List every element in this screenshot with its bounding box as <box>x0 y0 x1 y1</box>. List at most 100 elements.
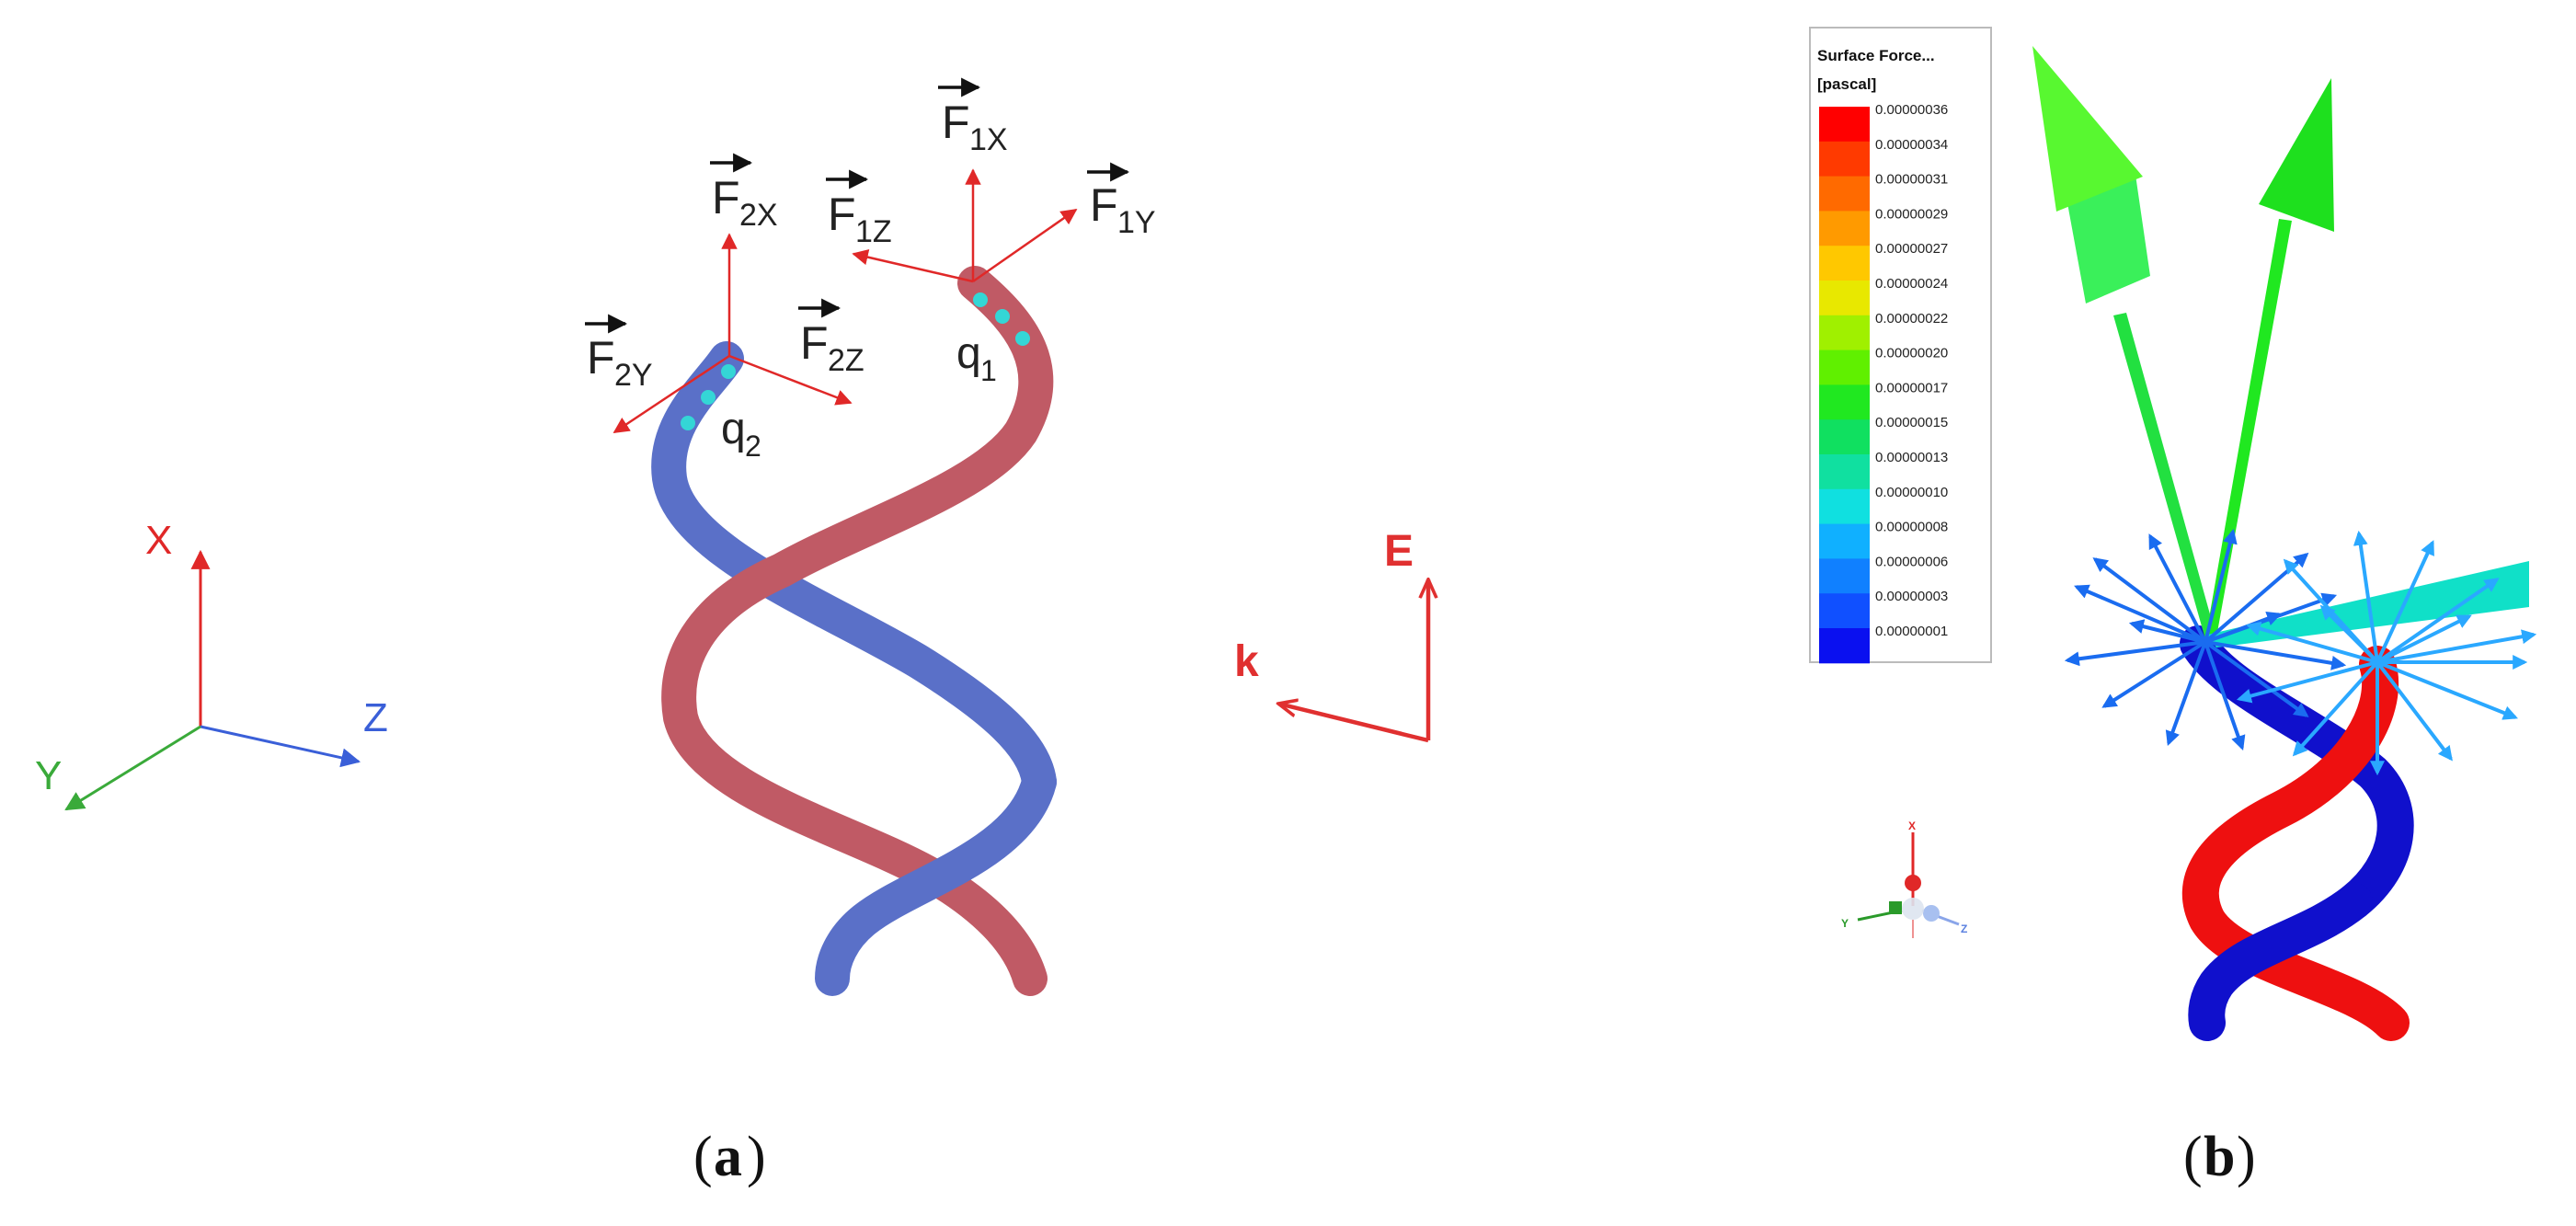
legend-swatch <box>1819 211 1870 246</box>
mini-center <box>1902 898 1924 920</box>
force-arrow-right-head <box>2259 78 2334 232</box>
small-force-vector <box>2092 557 2207 644</box>
charge-dot <box>681 416 695 430</box>
caption-a: ( <box>693 1126 713 1188</box>
legend-tick-label: 0.00000001 <box>1875 624 1948 639</box>
legend-tick-label: 0.00000006 <box>1875 554 1948 569</box>
force-vector-f2z <box>728 354 853 406</box>
small-force-vector <box>2245 621 2378 664</box>
legend-swatch <box>1819 141 1870 178</box>
mini-y-label: Y <box>1841 917 1849 930</box>
small-force-vectors-right <box>2236 530 2537 776</box>
charge-label-sub: 1 <box>980 354 997 387</box>
small-force-vector <box>2376 614 2472 664</box>
small-force-vector <box>2204 528 2238 643</box>
e-field-label: E <box>1384 527 1414 576</box>
x-axis-label: X <box>145 518 172 563</box>
legend-swatch <box>1819 593 1870 629</box>
legend-title: Surface Force... <box>1817 47 1935 64</box>
captions: ( a ) ( b ) <box>693 1126 2256 1188</box>
charge-label-base: q <box>721 405 746 453</box>
label-f2y: F 2Y <box>585 314 653 393</box>
small-force-vector <box>2376 660 2518 720</box>
legend-tick-label: 0.00000036 <box>1875 102 1948 118</box>
legend-swatch <box>1819 488 1870 525</box>
legend-swatch <box>1819 107 1870 143</box>
force-label-sub: 1Z <box>855 214 892 249</box>
charge-dot <box>1015 331 1030 346</box>
small-force-vector <box>2376 540 2434 663</box>
legend-tick-label: 0.00000010 <box>1875 485 1948 500</box>
force-vector-f1y <box>972 208 1078 283</box>
forces-q1 <box>852 168 1078 283</box>
z-axis-label: Z <box>363 695 388 740</box>
strand-b2-front <box>2188 883 2373 1041</box>
small-force-vector <box>2204 612 2282 644</box>
small-force-vector <box>2148 533 2207 643</box>
legend-swatches <box>1819 107 1870 664</box>
force-vector-f2y <box>613 354 730 434</box>
field-axes: E k <box>1234 527 1429 743</box>
legend-tick-label: 0.00000020 <box>1875 346 1948 361</box>
legend-unit: [pascal] <box>1817 75 1876 93</box>
force-label-sub: 2Y <box>614 358 653 393</box>
legend-tick-label: 0.00000034 <box>1875 137 1948 153</box>
mini-x-label: X <box>1908 819 1916 832</box>
helix-a <box>651 266 1057 996</box>
caption-a-letter: a <box>714 1126 742 1188</box>
force-label-sub: 2Z <box>828 343 864 378</box>
strand-b1 <box>2181 646 2410 1041</box>
small-force-vector <box>2128 619 2206 644</box>
legend-tick-label: 0.00000008 <box>1875 520 1948 535</box>
label-q1: q 1 <box>956 329 997 387</box>
k-vector-label: k <box>1234 637 1259 686</box>
small-force-vector <box>2204 640 2347 670</box>
force-arrow-left-head <box>2032 46 2143 212</box>
force-label-base: F <box>828 189 856 240</box>
small-force-vector <box>2376 578 2500 664</box>
charge-label-base: q <box>956 329 981 378</box>
charge-dots <box>681 292 1030 430</box>
small-force-vector <box>2074 584 2206 644</box>
reference-axes: X Y Z <box>35 518 388 811</box>
legend-swatch <box>1819 246 1870 281</box>
legend-swatch <box>1819 558 1870 594</box>
legend-tick-label: 0.00000013 <box>1875 450 1948 465</box>
small-force-vector <box>2165 641 2207 747</box>
charge-label-sub: 2 <box>745 430 761 463</box>
legend-swatch <box>1819 281 1870 316</box>
label-f1x: F 1X <box>938 77 1008 157</box>
y-axis-arrow <box>64 725 201 811</box>
legend-tick-label: 0.00000029 <box>1875 206 1948 222</box>
k-vector-arrow <box>1278 704 1429 743</box>
mini-axis-triad: X Y Z <box>1841 819 1967 938</box>
legend-tick-label: 0.00000022 <box>1875 311 1948 327</box>
small-force-vector <box>2204 640 2309 717</box>
mini-x-knob <box>1905 875 1921 891</box>
small-force-vector <box>2204 641 2246 751</box>
legend-ticks: 0.000000360.000000340.000000310.00000029… <box>1875 102 1948 639</box>
legend-tick-label: 0.00000003 <box>1875 589 1948 604</box>
small-force-vector <box>2236 660 2378 704</box>
small-force-vector <box>2101 640 2207 708</box>
legend-swatch <box>1819 349 1870 385</box>
force-label-base: F <box>942 97 970 148</box>
force-label-sub: 1Y <box>1117 205 1156 240</box>
force-label-base: F <box>1090 179 1118 231</box>
label-f1z: F 1Z <box>826 169 892 249</box>
force-arrow-left-lower-body <box>2066 175 2150 304</box>
small-force-vector <box>2319 604 2379 664</box>
small-force-vector <box>2376 660 2453 762</box>
force-label-sub: 1X <box>969 122 1008 157</box>
small-force-vector <box>2064 640 2206 667</box>
force-vector-f1z <box>852 249 974 283</box>
color-legend: Surface Force... [pascal] 0.00000036 0.00… <box>1809 27 1992 664</box>
large-force-arrows <box>2032 46 2529 647</box>
y-axis-label: Y <box>35 753 62 798</box>
label-f1y: F 1Y <box>1087 162 1156 240</box>
charge-labels: q 1 q 2 <box>721 329 997 463</box>
legend-tick-label: 0.00000017 <box>1875 380 1948 395</box>
force-arrow-left-shaft <box>2113 313 2216 639</box>
caption-b-letter: b <box>2204 1126 2235 1188</box>
forces-q2 <box>613 233 853 434</box>
